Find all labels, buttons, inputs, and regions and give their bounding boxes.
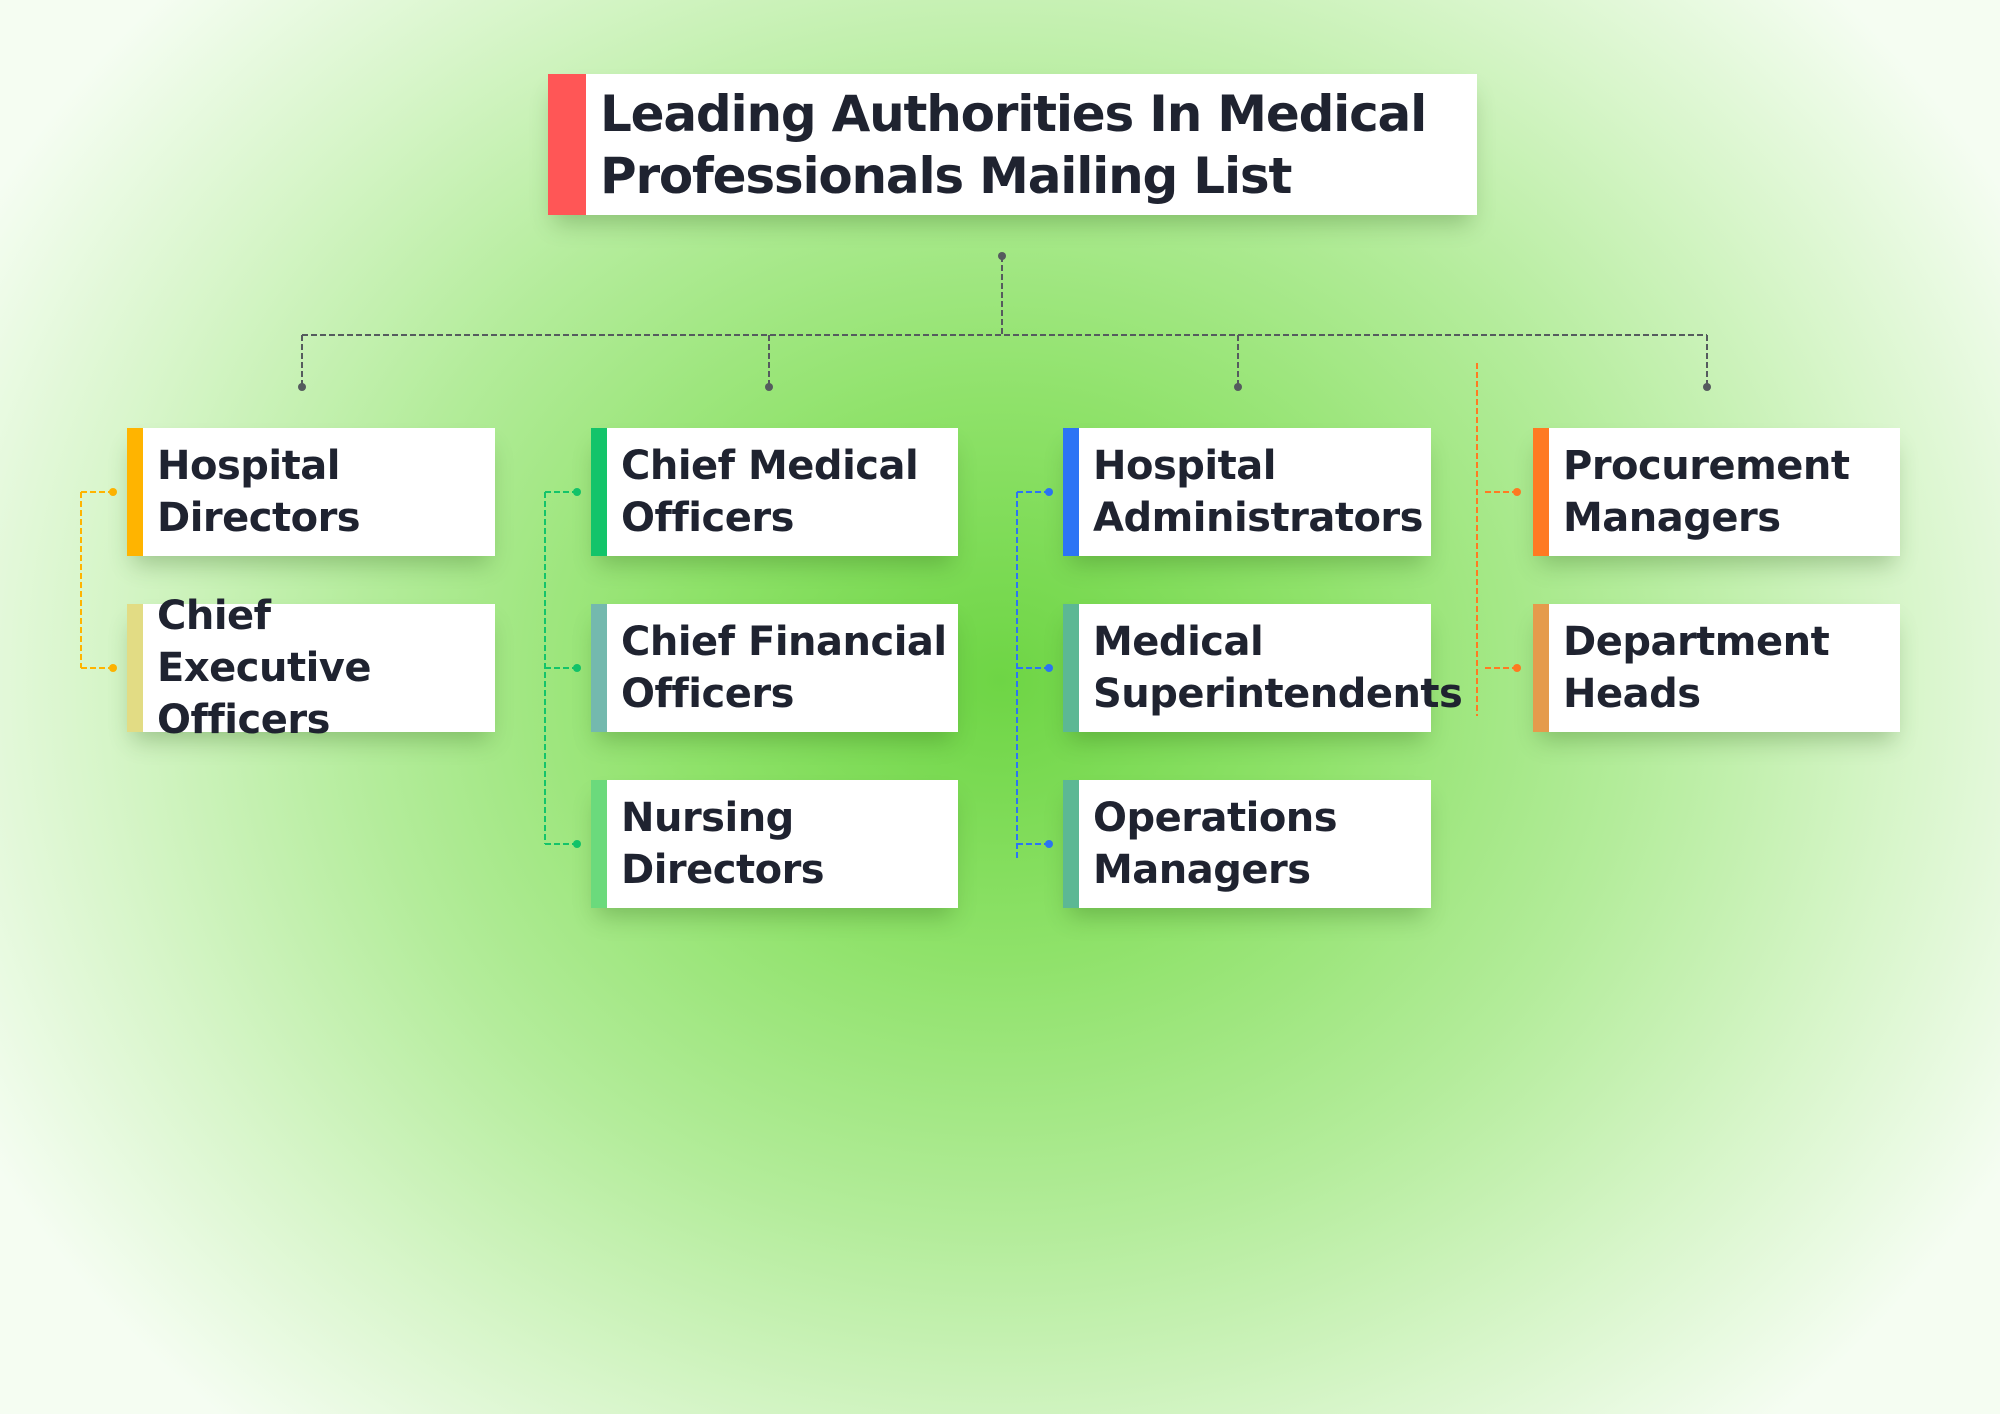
role-label: Chief Financial Officers bbox=[621, 619, 947, 717]
role-label: Hospital Directors bbox=[157, 443, 361, 541]
role-accent-bar bbox=[591, 428, 607, 556]
bracket-dot bbox=[573, 664, 581, 672]
role-card: Chief Financial Officers bbox=[591, 604, 958, 732]
bracket-dot bbox=[109, 664, 117, 672]
bracket-dot bbox=[109, 488, 117, 496]
title-card: Leading Authorities In Medical Professio… bbox=[548, 74, 1477, 215]
role-accent-bar bbox=[591, 780, 607, 908]
role-card: Medical Superintendents bbox=[1063, 604, 1463, 732]
drop-dot bbox=[765, 383, 773, 391]
drop-dot bbox=[1703, 383, 1711, 391]
role-label: Medical Superintendents bbox=[1093, 619, 1463, 717]
role-label: Chief Medical Officers bbox=[621, 443, 919, 541]
role-label: Nursing Directors bbox=[621, 795, 825, 893]
drop-dot bbox=[1234, 383, 1242, 391]
role-accent-bar bbox=[591, 604, 607, 732]
bracket-dot bbox=[1045, 664, 1053, 672]
role-label: Procurement Managers bbox=[1563, 443, 1850, 541]
role-label: Operations Managers bbox=[1093, 795, 1338, 893]
bracket-dot bbox=[1513, 488, 1521, 496]
role-card: Hospital Directors bbox=[127, 428, 495, 556]
diagram-title: Leading Authorities In Medical Professio… bbox=[600, 84, 1427, 205]
role-label: Department Heads bbox=[1563, 619, 1830, 717]
role-accent-bar bbox=[1533, 604, 1549, 732]
trunk-dot bbox=[998, 252, 1006, 260]
role-card: Hospital Administrators bbox=[1063, 428, 1431, 556]
role-accent-bar bbox=[1063, 604, 1079, 732]
role-card: Procurement Managers bbox=[1533, 428, 1900, 556]
role-card: Chief Executive Officers bbox=[127, 593, 495, 743]
drop-dot bbox=[298, 383, 306, 391]
role-card: Nursing Directors bbox=[591, 780, 958, 908]
role-card: Department Heads bbox=[1533, 604, 1900, 732]
bracket-dot bbox=[573, 488, 581, 496]
bracket-dot bbox=[1513, 664, 1521, 672]
role-card: Operations Managers bbox=[1063, 780, 1431, 908]
role-accent-bar bbox=[1063, 428, 1079, 556]
role-accent-bar bbox=[1063, 780, 1079, 908]
bracket-dot bbox=[1045, 840, 1053, 848]
role-label: Hospital Administrators bbox=[1093, 443, 1423, 541]
role-card: Chief Medical Officers bbox=[591, 428, 958, 556]
role-accent-bar bbox=[127, 428, 143, 556]
bracket-dot bbox=[573, 840, 581, 848]
role-accent-bar bbox=[1533, 428, 1549, 556]
title-accent-bar bbox=[548, 74, 586, 215]
role-label: Chief Executive Officers bbox=[157, 593, 371, 743]
bracket-dot bbox=[1045, 488, 1053, 496]
role-accent-bar bbox=[127, 604, 143, 732]
